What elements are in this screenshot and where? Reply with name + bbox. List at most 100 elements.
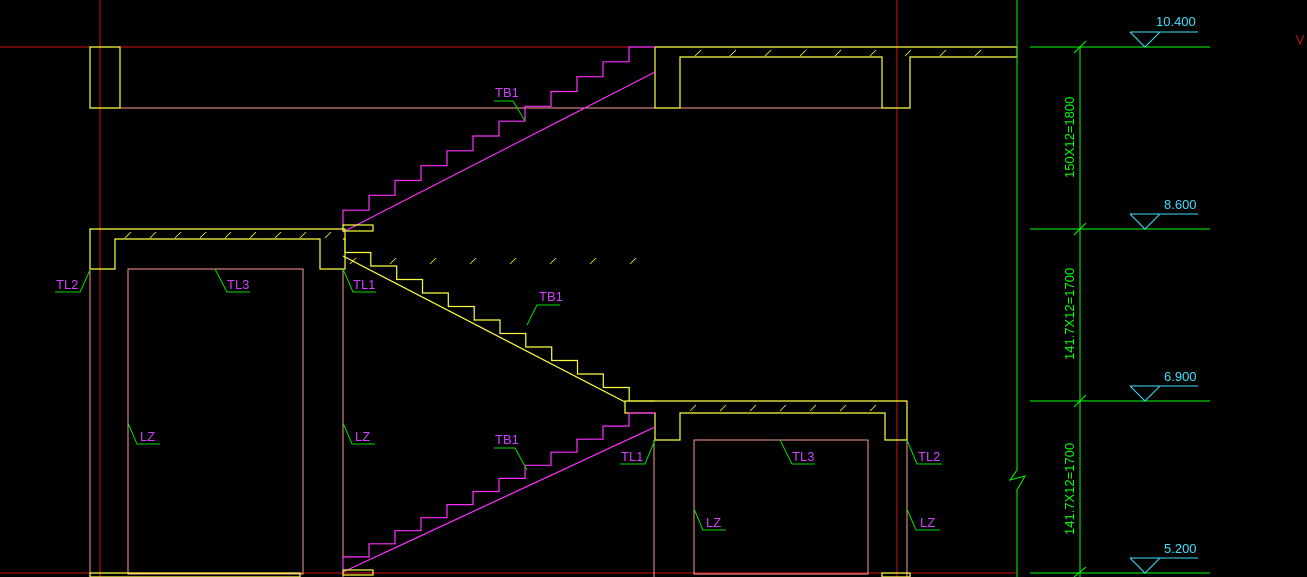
label-leaders xyxy=(55,100,942,531)
level-marker-6900 xyxy=(1129,385,1162,402)
tl1-label-left: TL1 xyxy=(353,277,375,292)
dim-label-middle: 141.7X12=1700 xyxy=(1062,268,1077,360)
hatch-mark xyxy=(249,231,257,239)
dimension-labels: 150X12=1800 141.7X12=1700 141.7X12=1700 xyxy=(1062,97,1077,535)
hatch-mark xyxy=(689,404,697,412)
level-6900: 6.900 xyxy=(1164,369,1197,384)
component-labels: TB1 TB1 TB1 TL2 TL3 TL1 LZ LZ TL1 TL3 TL… xyxy=(56,85,940,530)
top-flight-soffit xyxy=(342,71,656,233)
hatch-mark xyxy=(869,404,877,412)
level-10400: 10.400 xyxy=(1156,14,1196,29)
hatch-mark xyxy=(149,231,157,239)
lz-label-3: LZ xyxy=(706,515,721,530)
tb1-label-top: TB1 xyxy=(495,85,519,100)
bottom-flight-soffit xyxy=(342,426,656,573)
landing-connector-upper xyxy=(342,224,374,232)
hatch-mark xyxy=(174,231,182,239)
tl3-left-leader xyxy=(214,268,250,293)
landing-connector-lower xyxy=(342,569,374,576)
level-8600: 8.600 xyxy=(1164,197,1197,212)
lz-4-leader xyxy=(906,508,940,531)
tl2-left-leader xyxy=(55,269,91,293)
corner-red-mark xyxy=(1295,34,1305,46)
wall-outlines xyxy=(89,107,910,577)
left-door-opening xyxy=(127,268,304,575)
break-symbol xyxy=(1008,469,1027,577)
hatch-mark xyxy=(124,231,132,239)
bottom-right-slab xyxy=(881,572,911,577)
lz-label-2: LZ xyxy=(355,429,370,444)
hatch-mark xyxy=(749,404,757,412)
hatch-mark xyxy=(779,404,787,412)
tl1-right-leader xyxy=(620,439,656,465)
hatch-mark xyxy=(799,49,807,57)
level-marker-5200 xyxy=(1129,557,1162,574)
middle-flight-steps xyxy=(343,238,655,402)
hatch-mark xyxy=(299,231,307,239)
lower-landing-slab xyxy=(624,400,908,441)
level-marker-10400 xyxy=(1129,31,1162,48)
hatch-mark xyxy=(224,231,232,239)
hatch-mark xyxy=(764,49,772,57)
hatch-mark xyxy=(549,257,557,265)
hatch-mark xyxy=(274,231,282,239)
lz-label-1: LZ xyxy=(140,429,155,444)
tl2-label-left: TL2 xyxy=(56,277,78,292)
right-door-opening xyxy=(693,439,869,575)
top-flight-steps xyxy=(342,46,655,225)
tb1-label-mid: TB1 xyxy=(539,289,563,304)
hatch-mark xyxy=(509,257,517,265)
hatch-mark xyxy=(974,49,982,57)
dimension-chain xyxy=(1008,0,1305,577)
tl1-label-right: TL1 xyxy=(621,449,643,464)
tl3-label-right: TL3 xyxy=(792,449,814,464)
hatch-mark xyxy=(904,49,912,57)
slab-hatching xyxy=(124,49,982,412)
tb1-bot-leader xyxy=(494,447,528,471)
tb1-top-leader xyxy=(494,100,526,122)
level-5200: 5.200 xyxy=(1164,541,1197,556)
hatch-mark xyxy=(869,49,877,57)
tb1-mid-leader xyxy=(526,304,560,326)
hatch-mark xyxy=(834,49,842,57)
dim-label-lower: 141.7X12=1700 xyxy=(1062,443,1077,535)
hatch-mark xyxy=(694,49,702,57)
top-left-beam xyxy=(89,46,121,109)
top-right-slab xyxy=(654,46,1018,109)
stair-flights xyxy=(342,46,656,576)
hatch-mark xyxy=(589,257,597,265)
level-marker-8600 xyxy=(1129,213,1162,230)
hatch-mark xyxy=(389,257,397,265)
dim-tick-6900 xyxy=(1073,394,1087,408)
hatch-mark xyxy=(469,257,477,265)
tb1-label-bot: TB1 xyxy=(495,432,519,447)
bottom-flight-steps xyxy=(342,412,655,570)
hatch-mark xyxy=(719,404,727,412)
middle-flight-soffit xyxy=(342,255,626,403)
dim-label-upper: 150X12=1800 xyxy=(1062,97,1077,178)
hatch-mark xyxy=(199,231,207,239)
hatch-mark xyxy=(629,257,637,265)
tl1-left-leader xyxy=(342,268,376,293)
lz-1-leader xyxy=(127,422,160,445)
tl2-label-right: TL2 xyxy=(918,449,940,464)
hatch-mark xyxy=(939,49,947,57)
bottom-left-slab xyxy=(89,572,301,577)
hatch-mark xyxy=(324,231,332,239)
tl3-label-left: TL3 xyxy=(227,277,249,292)
tl2-right-leader xyxy=(906,439,942,465)
lz-label-4: LZ xyxy=(920,515,935,530)
tl3-right-leader xyxy=(779,439,815,465)
slab-outlines xyxy=(89,46,1018,577)
dim-tick-5200 xyxy=(1073,566,1087,577)
hatch-mark xyxy=(729,49,737,57)
lz-2-leader xyxy=(342,422,375,445)
hatch-mark xyxy=(429,257,437,265)
elevation-labels: 10.400 8.600 6.900 5.200 xyxy=(1156,14,1197,556)
dim-tick-10400 xyxy=(1073,40,1087,54)
lz-3-leader xyxy=(693,508,726,531)
dim-tick-8600 xyxy=(1073,222,1087,236)
hatch-mark xyxy=(809,404,817,412)
hatch-mark xyxy=(839,404,847,412)
